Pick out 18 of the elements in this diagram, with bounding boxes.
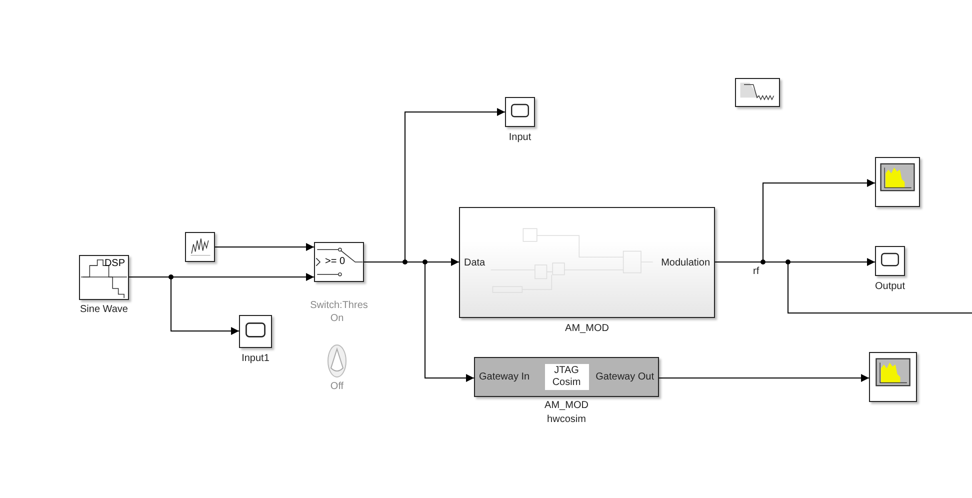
signal-line: [658, 374, 870, 382]
block-label: Output: [874, 280, 906, 294]
block-label: AM_MOD hwcosim: [544, 399, 590, 427]
switch-state-label: On: [329, 312, 345, 326]
block-label: Switch:Thres: [309, 299, 369, 313]
port-label: Data: [464, 257, 486, 268]
port-label: Gateway In: [479, 372, 530, 382]
threshold-text: >= 0: [325, 256, 346, 267]
signal-line: [214, 243, 314, 251]
block-label: AM_MOD: [564, 322, 610, 336]
block-text: DSP: [104, 258, 125, 269]
block-label: Input: [508, 131, 532, 145]
block-text: JTAG Cosim: [544, 364, 588, 390]
block-label: Sine Wave: [79, 303, 129, 317]
block-label: Input1: [240, 352, 270, 366]
switch-state-label: Off: [329, 380, 345, 394]
port-label: Modulation: [661, 257, 710, 268]
port-label: Gateway Out: [596, 372, 654, 382]
